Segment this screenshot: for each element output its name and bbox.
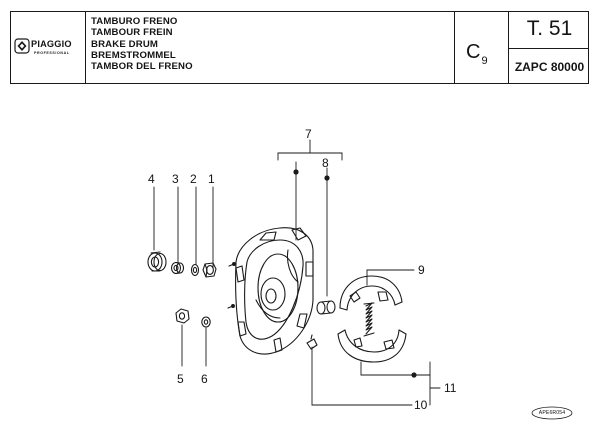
- title-english: BRAKE DRUM: [91, 38, 159, 50]
- part-titles: TAMBURO FRENO TAMBOUR FREIN BRAKE DRUM B…: [91, 16, 193, 72]
- section-subscript: 9: [481, 55, 488, 67]
- title-italian: TAMBURO FRENO: [91, 16, 178, 27]
- section-code: C9: [466, 41, 488, 67]
- bearing-part: [147, 251, 167, 272]
- model-code: ZAPC 80000: [514, 60, 585, 74]
- brake-shoe-upper: [339, 275, 403, 311]
- divider: [454, 12, 455, 83]
- leader-dots: [293, 169, 417, 378]
- callout-7: 7: [305, 127, 312, 141]
- divider: [508, 48, 588, 49]
- brand-subtitle: PROFESSIONAL: [34, 51, 70, 55]
- divider: [508, 12, 509, 83]
- brake-shoe-lower: [337, 329, 407, 363]
- header-block: PIAGGIO PROFESSIONAL TAMBURO FRENO TAMBO…: [10, 11, 589, 84]
- piaggio-emblem-icon: [14, 38, 30, 54]
- callout-5: 5: [177, 372, 184, 386]
- nut-part: [202, 262, 217, 278]
- small-nut-part: [201, 316, 211, 328]
- spacer-part: [170, 261, 185, 275]
- divider: [85, 12, 86, 83]
- callout-6: 6: [201, 372, 208, 386]
- callout-3: 3: [172, 172, 179, 186]
- callout-8: 8: [322, 156, 329, 170]
- title-spanish: TAMBOR DEL FRENO: [91, 61, 193, 73]
- brand-name: PIAGGIO: [31, 39, 72, 49]
- title-french: TAMBOUR FREIN: [91, 27, 173, 39]
- callout-4: 4: [148, 172, 155, 186]
- callout-9: 9: [418, 263, 425, 277]
- table-number: T. 51: [526, 17, 573, 40]
- callout-1: 1: [208, 172, 215, 186]
- leader-lines: [153, 139, 441, 406]
- piaggio-logo: PIAGGIO PROFESSIONAL: [11, 12, 85, 83]
- washer-part: [190, 263, 200, 277]
- bushing-part: [175, 308, 190, 324]
- return-spring: [363, 302, 375, 337]
- brake-drum: [235, 227, 314, 355]
- callout-11: 11: [444, 381, 457, 395]
- drum-screws: [227, 262, 236, 309]
- reference-code: APE6R054: [538, 410, 566, 416]
- roller-part: [316, 300, 336, 315]
- clip-part: [306, 334, 318, 350]
- callout-10: 10: [414, 398, 428, 412]
- section-letter: C: [466, 41, 481, 63]
- title-german: BREMSTROMMEL: [91, 49, 176, 61]
- callout-2: 2: [190, 172, 197, 186]
